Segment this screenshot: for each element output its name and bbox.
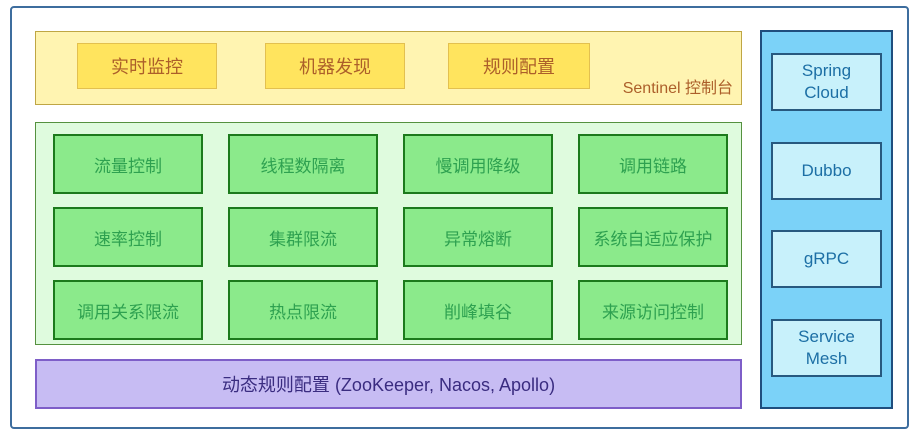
capability-cell-call-chain: 调用链路 <box>578 134 728 194</box>
integrations-panel: Spring Cloud Dubbo gRPC Service Mesh <box>760 30 893 409</box>
capability-cell-hotspot-limiting: 热点限流 <box>228 280 378 340</box>
capability-cell-origin-access-control: 来源访问控制 <box>578 280 728 340</box>
integration-item-dubbo: Dubbo <box>771 141 882 200</box>
capability-cell-peak-shaving: 削峰填谷 <box>403 280 553 340</box>
capabilities-panel: 流量控制 线程数隔离 慢调用降级 调用链路 速率控制 集群限流 异常熔断 系统自… <box>35 122 742 345</box>
machine-discovery-label: 机器发现 <box>299 57 371 77</box>
sentinel-console-panel: 实时监控 机器发现 规则配置 Sentinel 控制台 <box>35 31 742 105</box>
capability-cell-relation-limiting: 调用关系限流 <box>53 280 203 340</box>
rule-config-label: 规则配置 <box>483 57 555 77</box>
dynamic-rule-config-bar: 动态规则配置 (ZooKeeper, Nacos, Apollo) <box>35 359 742 409</box>
rule-config-button: 规则配置 <box>448 43 590 89</box>
capability-cell-cluster-limiting: 集群限流 <box>228 207 378 267</box>
realtime-monitoring-label: 实时监控 <box>111 57 183 77</box>
capability-cell-slow-call-degrade: 慢调用降级 <box>403 134 553 194</box>
dynamic-rule-config-label: 动态规则配置 (ZooKeeper, Nacos, Apollo) <box>221 375 556 395</box>
capability-cell-thread-isolation: 线程数隔离 <box>228 134 378 194</box>
machine-discovery-button: 机器发现 <box>265 43 405 89</box>
integration-item-spring-cloud: Spring Cloud <box>771 53 882 112</box>
integration-item-service-mesh: Service Mesh <box>771 318 882 377</box>
console-title-label: Sentinel 控制台 <box>622 80 733 97</box>
diagram-frame <box>10 6 909 429</box>
capability-cell-system-adaptive-protection: 系统自适应保护 <box>578 207 728 267</box>
capability-cell-exception-circuit-break: 异常熔断 <box>403 207 553 267</box>
capability-cell-rate-control: 速率控制 <box>53 207 203 267</box>
realtime-monitoring-button: 实时监控 <box>77 43 217 89</box>
capability-cell-flow-control: 流量控制 <box>53 134 203 194</box>
integration-item-grpc: gRPC <box>771 230 882 289</box>
